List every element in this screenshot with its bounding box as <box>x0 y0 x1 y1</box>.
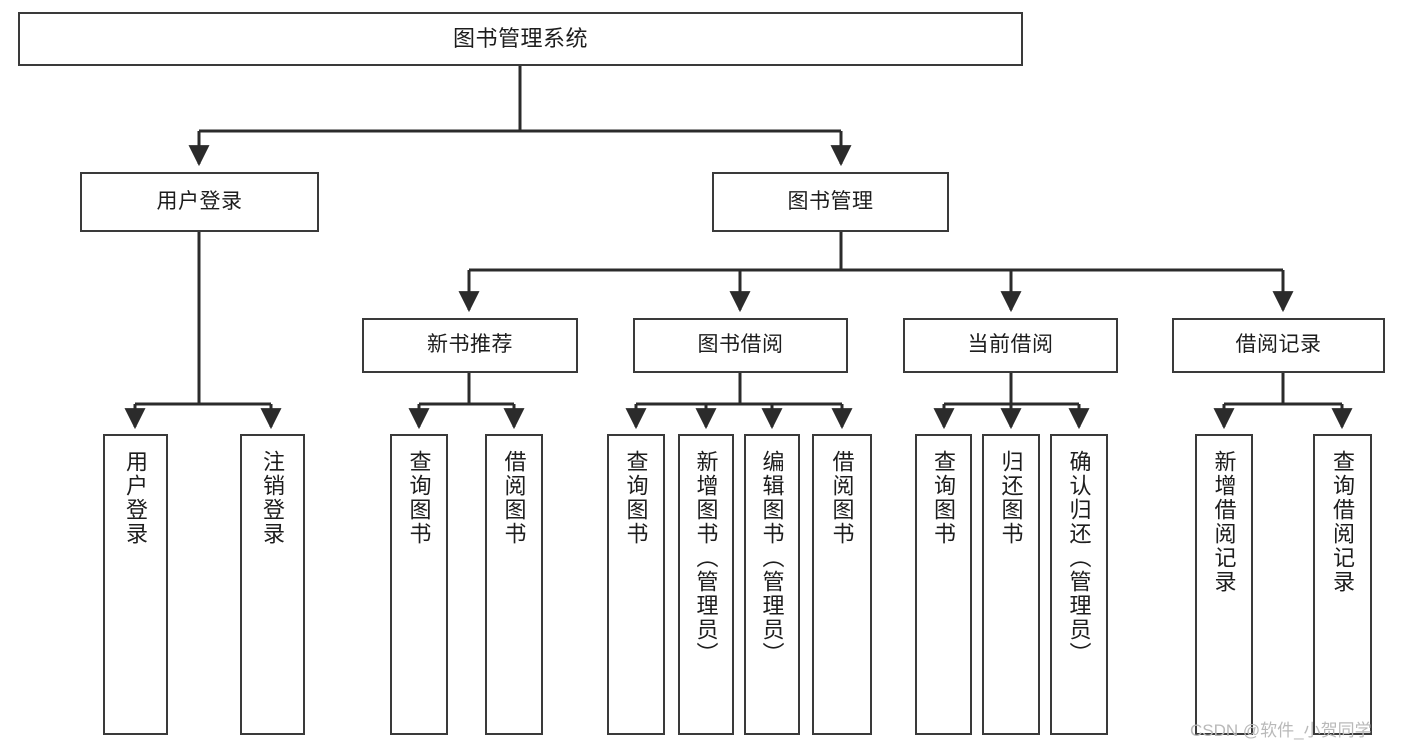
node-leaf-query-book-borrow[interactable]: 查询图书 <box>607 434 665 735</box>
node-leaf-confirm-return[interactable]: 确认归还（管理员） <box>1050 434 1108 735</box>
node-root-label: 图书管理系统 <box>452 26 588 52</box>
node-leaf-query-book-current-label: 查询图书 <box>931 450 957 546</box>
node-leaf-confirm-return-label: 确认归还（管理员） <box>1066 450 1092 666</box>
node-leaf-borrow-book[interactable]: 借阅图书 <box>812 434 872 735</box>
node-leaf-borrow-book-new[interactable]: 借阅图书 <box>485 434 543 735</box>
node-current-borrow[interactable]: 当前借阅 <box>903 318 1118 373</box>
node-leaf-add-record-label: 新增借阅记录 <box>1211 450 1237 594</box>
node-user-login[interactable]: 用户登录 <box>80 172 319 232</box>
watermark: CSDN @软件_小贺同学 <box>1190 721 1372 740</box>
node-leaf-query-book-new-label: 查询图书 <box>406 450 432 546</box>
node-leaf-query-book-current[interactable]: 查询图书 <box>915 434 972 735</box>
node-leaf-user-login[interactable]: 用户登录 <box>103 434 168 735</box>
node-new-book-recommend-label: 新书推荐 <box>427 333 513 357</box>
node-book-borrow[interactable]: 图书借阅 <box>633 318 848 373</box>
node-current-borrow-label: 当前借阅 <box>967 333 1054 357</box>
node-leaf-add-book[interactable]: 新增图书（管理员） <box>678 434 734 735</box>
node-root[interactable]: 图书管理系统 <box>18 12 1023 66</box>
node-leaf-return-book[interactable]: 归还图书 <box>982 434 1040 735</box>
node-book-manage[interactable]: 图书管理 <box>712 172 949 232</box>
node-leaf-return-book-label: 归还图书 <box>998 450 1024 546</box>
node-leaf-edit-book[interactable]: 编辑图书（管理员） <box>744 434 800 735</box>
node-leaf-user-logout[interactable]: 注销登录 <box>240 434 305 735</box>
node-borrow-record[interactable]: 借阅记录 <box>1172 318 1385 373</box>
node-user-login-label: 用户登录 <box>156 189 243 213</box>
node-leaf-query-book-new[interactable]: 查询图书 <box>390 434 448 735</box>
node-book-borrow-label: 图书借阅 <box>697 333 784 357</box>
node-leaf-query-record-label: 查询借阅记录 <box>1330 450 1356 594</box>
node-leaf-edit-book-label: 编辑图书（管理员） <box>759 450 785 666</box>
node-book-manage-label: 图书管理 <box>787 189 874 213</box>
node-leaf-query-book-borrow-label: 查询图书 <box>623 450 649 546</box>
node-leaf-add-book-label: 新增图书（管理员） <box>693 450 719 666</box>
node-leaf-add-record[interactable]: 新增借阅记录 <box>1195 434 1253 735</box>
node-borrow-record-label: 借阅记录 <box>1235 333 1322 357</box>
node-leaf-user-logout-label: 注销登录 <box>260 450 286 546</box>
node-leaf-borrow-book-new-label: 借阅图书 <box>501 450 527 546</box>
node-new-book-recommend[interactable]: 新书推荐 <box>362 318 578 373</box>
node-leaf-borrow-book-label: 借阅图书 <box>829 450 855 546</box>
node-leaf-user-login-label: 用户登录 <box>123 450 149 546</box>
node-leaf-query-record[interactable]: 查询借阅记录 <box>1313 434 1372 735</box>
